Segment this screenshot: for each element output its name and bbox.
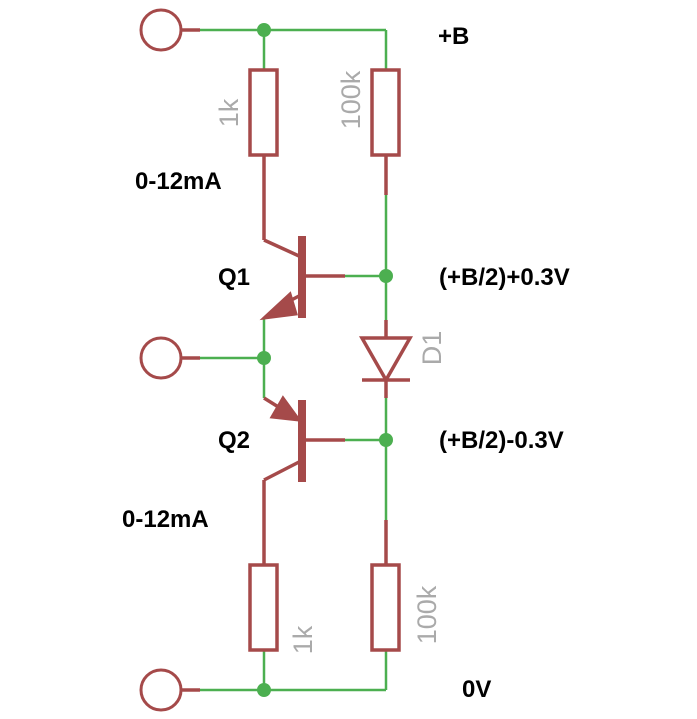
upper-node-label: (+B/2)+0.3V	[439, 264, 570, 291]
resistor-top-left	[248, 68, 279, 157]
r-bottom-left-value: 1k	[288, 625, 318, 654]
q1-collector	[263, 238, 300, 258]
supply-label: +B	[438, 23, 469, 50]
q1-label: Q1	[218, 264, 250, 291]
junction-bottom	[257, 683, 271, 697]
junction-lower-node	[379, 433, 393, 447]
r-top-right-value: 100k	[336, 70, 366, 129]
terminal-bottom	[139, 668, 183, 712]
q1-current-label: 0-12mA	[135, 168, 222, 195]
diode-label: D1	[417, 331, 447, 366]
resistor-top-right	[370, 68, 401, 157]
q2-emitter-arrow	[269, 395, 303, 422]
junction-middle	[257, 351, 271, 365]
resistor-bottom-left	[248, 563, 279, 652]
diode-triangle	[358, 336, 414, 384]
terminal-top	[139, 8, 183, 52]
q2-collector	[263, 460, 300, 482]
junction-upper-node	[379, 269, 393, 283]
q2-label: Q2	[218, 427, 250, 454]
q1-emitter-arrow	[259, 291, 298, 321]
ground-label: 0V	[462, 676, 491, 703]
transistor-q1	[259, 236, 345, 321]
lower-node-label: (+B/2)-0.3V	[439, 427, 564, 454]
diode-d1	[358, 320, 414, 398]
q2-current-label: 0-12mA	[122, 506, 209, 533]
r-bottom-right-value: 100k	[412, 585, 442, 644]
resistor-bottom-right	[370, 563, 401, 652]
r-top-left-value: 1k	[214, 98, 244, 127]
transistor-q2	[263, 395, 345, 482]
junction-top	[257, 23, 271, 37]
terminal-middle	[139, 336, 183, 380]
